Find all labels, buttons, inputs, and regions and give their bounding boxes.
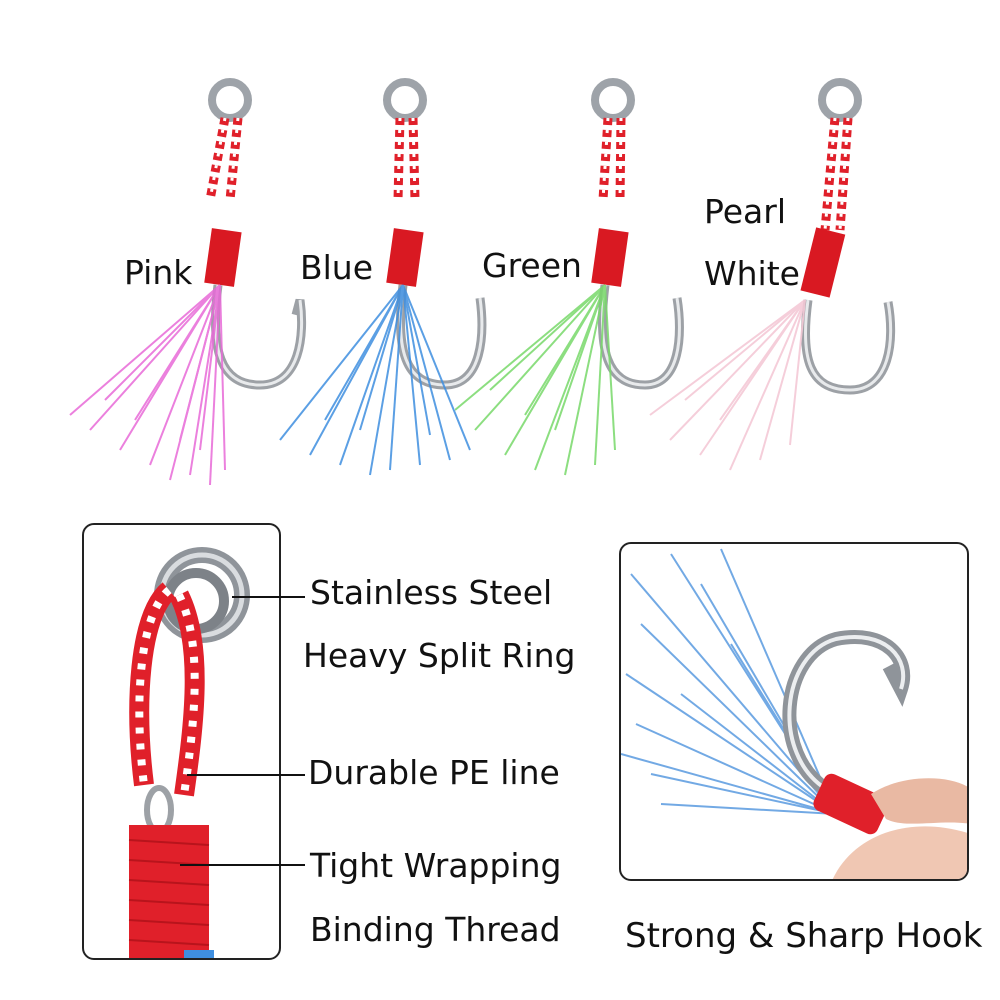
pink-hook-image (69, 78, 307, 486)
pe-line-label: Durable PE line (308, 753, 560, 792)
pearl-white-hook-image (649, 78, 896, 471)
split-ring-closeup-image (128, 547, 250, 958)
sharp-hook-closeup-image (621, 548, 967, 879)
sharp-hook-frame (619, 542, 969, 881)
pink-label: Pink (124, 253, 193, 292)
sharp-hook-caption: Strong & Sharp Hook (625, 916, 983, 956)
wrapping-label-line2: Binding Thread (310, 910, 561, 949)
split-ring-label-line2: Heavy Split Ring (303, 636, 576, 675)
white-label: White (704, 254, 800, 293)
green-label: Green (482, 246, 582, 285)
green-hook-image (455, 78, 684, 476)
blue-label: Blue (300, 248, 374, 287)
pearl-label: Pearl (704, 192, 786, 231)
split-ring-label-line1: Stainless Steel (310, 573, 553, 612)
detail-closeup-frame (82, 523, 281, 960)
blue-hook-image (279, 78, 487, 476)
wrapping-label-line1: Tight Wrapping (310, 846, 562, 885)
